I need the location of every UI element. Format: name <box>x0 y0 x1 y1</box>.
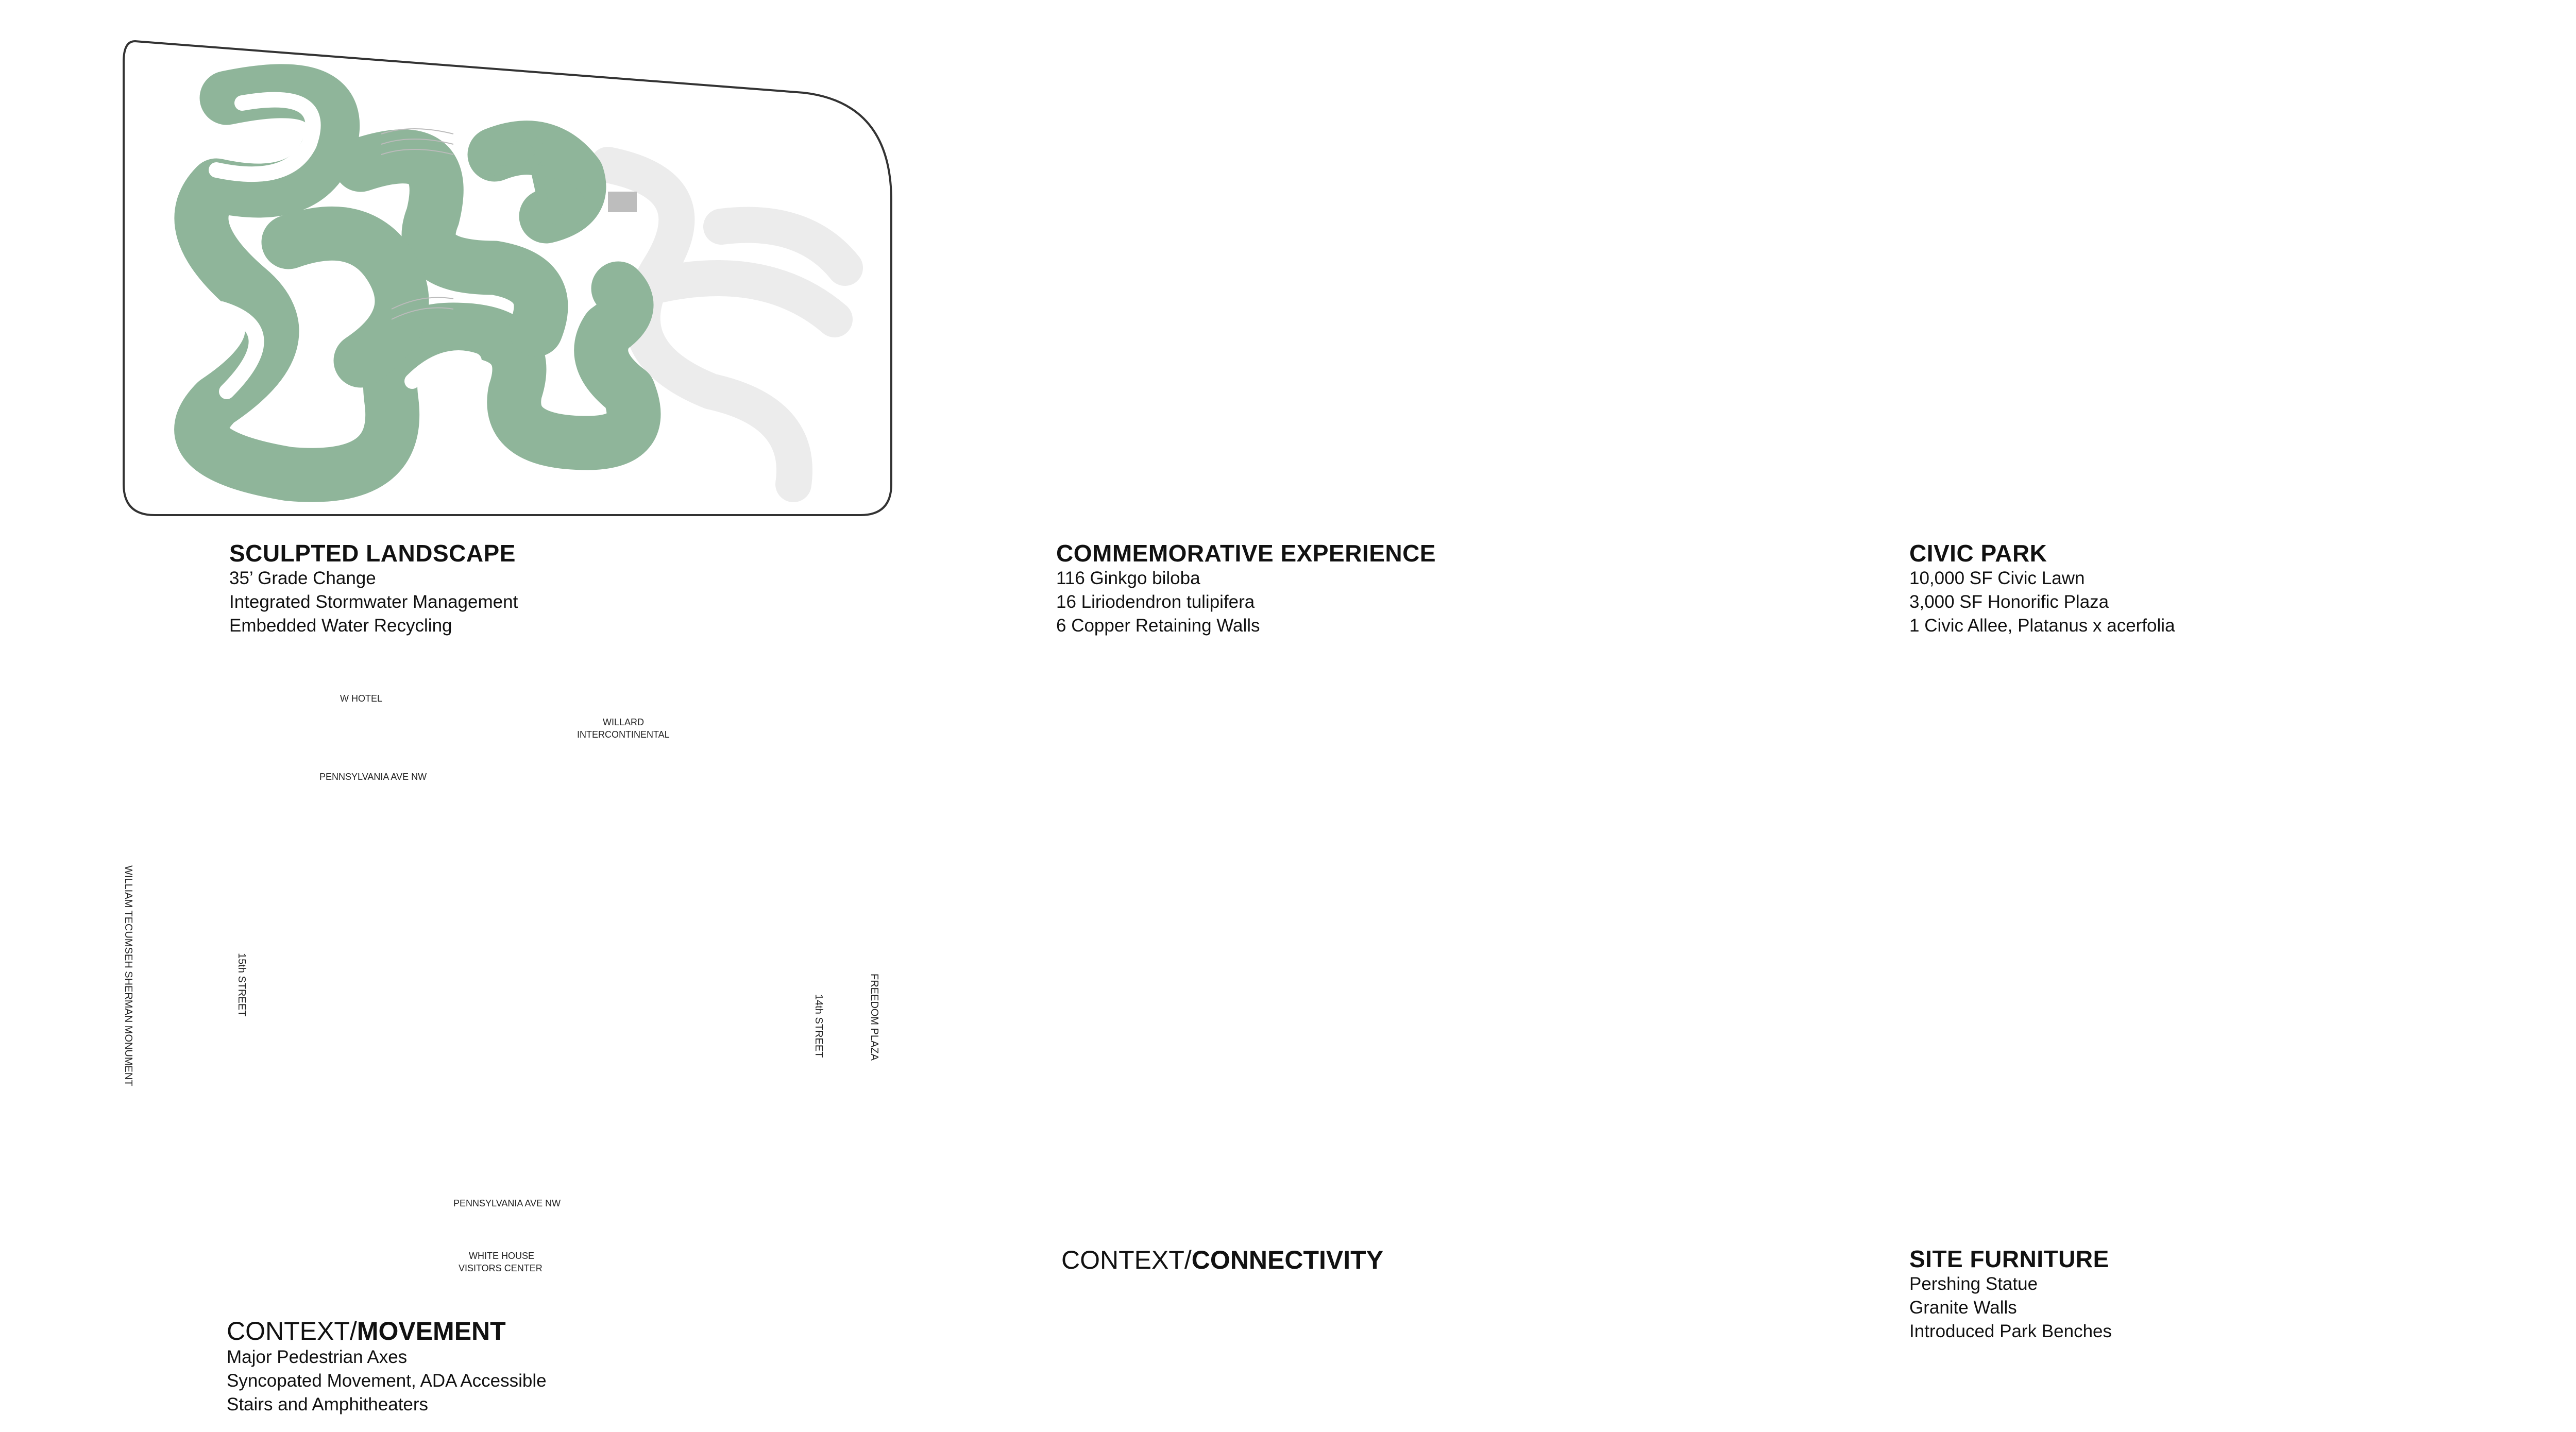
map-label-sherman: WILLIAM TECUMSEH SHERMAN MONUMENT <box>123 865 134 1086</box>
sculpted-line: Integrated Stormwater Management <box>229 592 518 612</box>
legend-item: Syncopated Movement, ADA Accessible <box>227 1371 547 1391</box>
sculpted-line: Embedded Water Recycling <box>229 616 452 636</box>
furniture-caption: SITE FURNITURE Pershing Statue Granite W… <box>1909 1246 2112 1343</box>
sculpted-caption: SCULPTED LANDSCAPE 35’ Grade Change Inte… <box>229 540 518 638</box>
map-label-freedom-plaza: FREEDOM PLAZA <box>869 974 880 1061</box>
connectivity-title-prefix: CONTEXT/ <box>1061 1246 1192 1274</box>
map-label-whitehouse: WHITE HOUSE <box>469 1251 535 1261</box>
legend-item: Stairs and Amphitheaters <box>227 1394 429 1414</box>
movement-title-bold: MOVEMENT <box>357 1317 506 1345</box>
legend-item: 10,000 SF Civic Lawn <box>1909 568 2085 588</box>
commemorative-caption: COMMEMORATIVE EXPERIENCE 116 Ginkgo bilo… <box>1056 540 1436 638</box>
civic-caption: CIVIC PARK 10,000 SF Civic Lawn 3,000 SF… <box>1909 540 2175 638</box>
legend-item: Introduced Park Benches <box>1909 1321 2112 1341</box>
map-label-pennsylvania-top: PENNSYLVANIA AVE NW <box>319 772 427 782</box>
sculpted-title: SCULPTED LANDSCAPE <box>229 540 516 567</box>
map-label-intercontinental: INTERCONTINENTAL <box>577 729 670 740</box>
map-label-w-hotel: W HOTEL <box>340 693 383 704</box>
movement-caption: CONTEXT/MOVEMENT Major Pedestrian Axes S… <box>227 1317 547 1417</box>
map-label-pennsylvania-bottom: PENNSYLVANIA AVE NW <box>453 1198 561 1208</box>
sculpted-line: 35’ Grade Change <box>229 568 376 588</box>
furniture-title: SITE FURNITURE <box>1909 1246 2109 1272</box>
civic-title: CIVIC PARK <box>1909 540 2047 567</box>
legend-item: Pershing Statue <box>1909 1274 2038 1294</box>
movement-title-prefix: CONTEXT/ <box>227 1317 357 1345</box>
legend-item: 16 Liriodendron tulipifera <box>1056 592 1255 612</box>
map-label-willard: WILLARD <box>603 717 645 727</box>
legend-item: 116 Ginkgo biloba <box>1056 568 1200 588</box>
connectivity-title-bold: CONNECTIVITY <box>1191 1246 1384 1274</box>
connectivity-title: CONTEXT/CONNECTIVITY <box>1061 1246 1383 1274</box>
movement-title: CONTEXT/MOVEMENT <box>227 1317 547 1345</box>
legend-item: Major Pedestrian Axes <box>227 1347 408 1367</box>
commemorative-title: COMMEMORATIVE EXPERIENCE <box>1056 540 1436 567</box>
map-label-15th-street: 15th STREET <box>236 953 247 1017</box>
legend-item: 1 Civic Allee, Platanus x acerfolia <box>1909 616 2175 636</box>
legend-item: 6 Copper Retaining Walls <box>1056 616 1260 636</box>
legend-item: 3,000 SF Honorific Plaza <box>1909 592 2109 612</box>
legend-item: Granite Walls <box>1909 1298 2017 1318</box>
connectivity-caption: CONTEXT/CONNECTIVITY <box>1061 1246 1383 1274</box>
map-label-visitors-center: VISITORS CENTER <box>459 1263 543 1273</box>
map-label-14th-street: 14th STREET <box>813 994 824 1058</box>
sculpted-landscape-plan <box>123 40 892 516</box>
